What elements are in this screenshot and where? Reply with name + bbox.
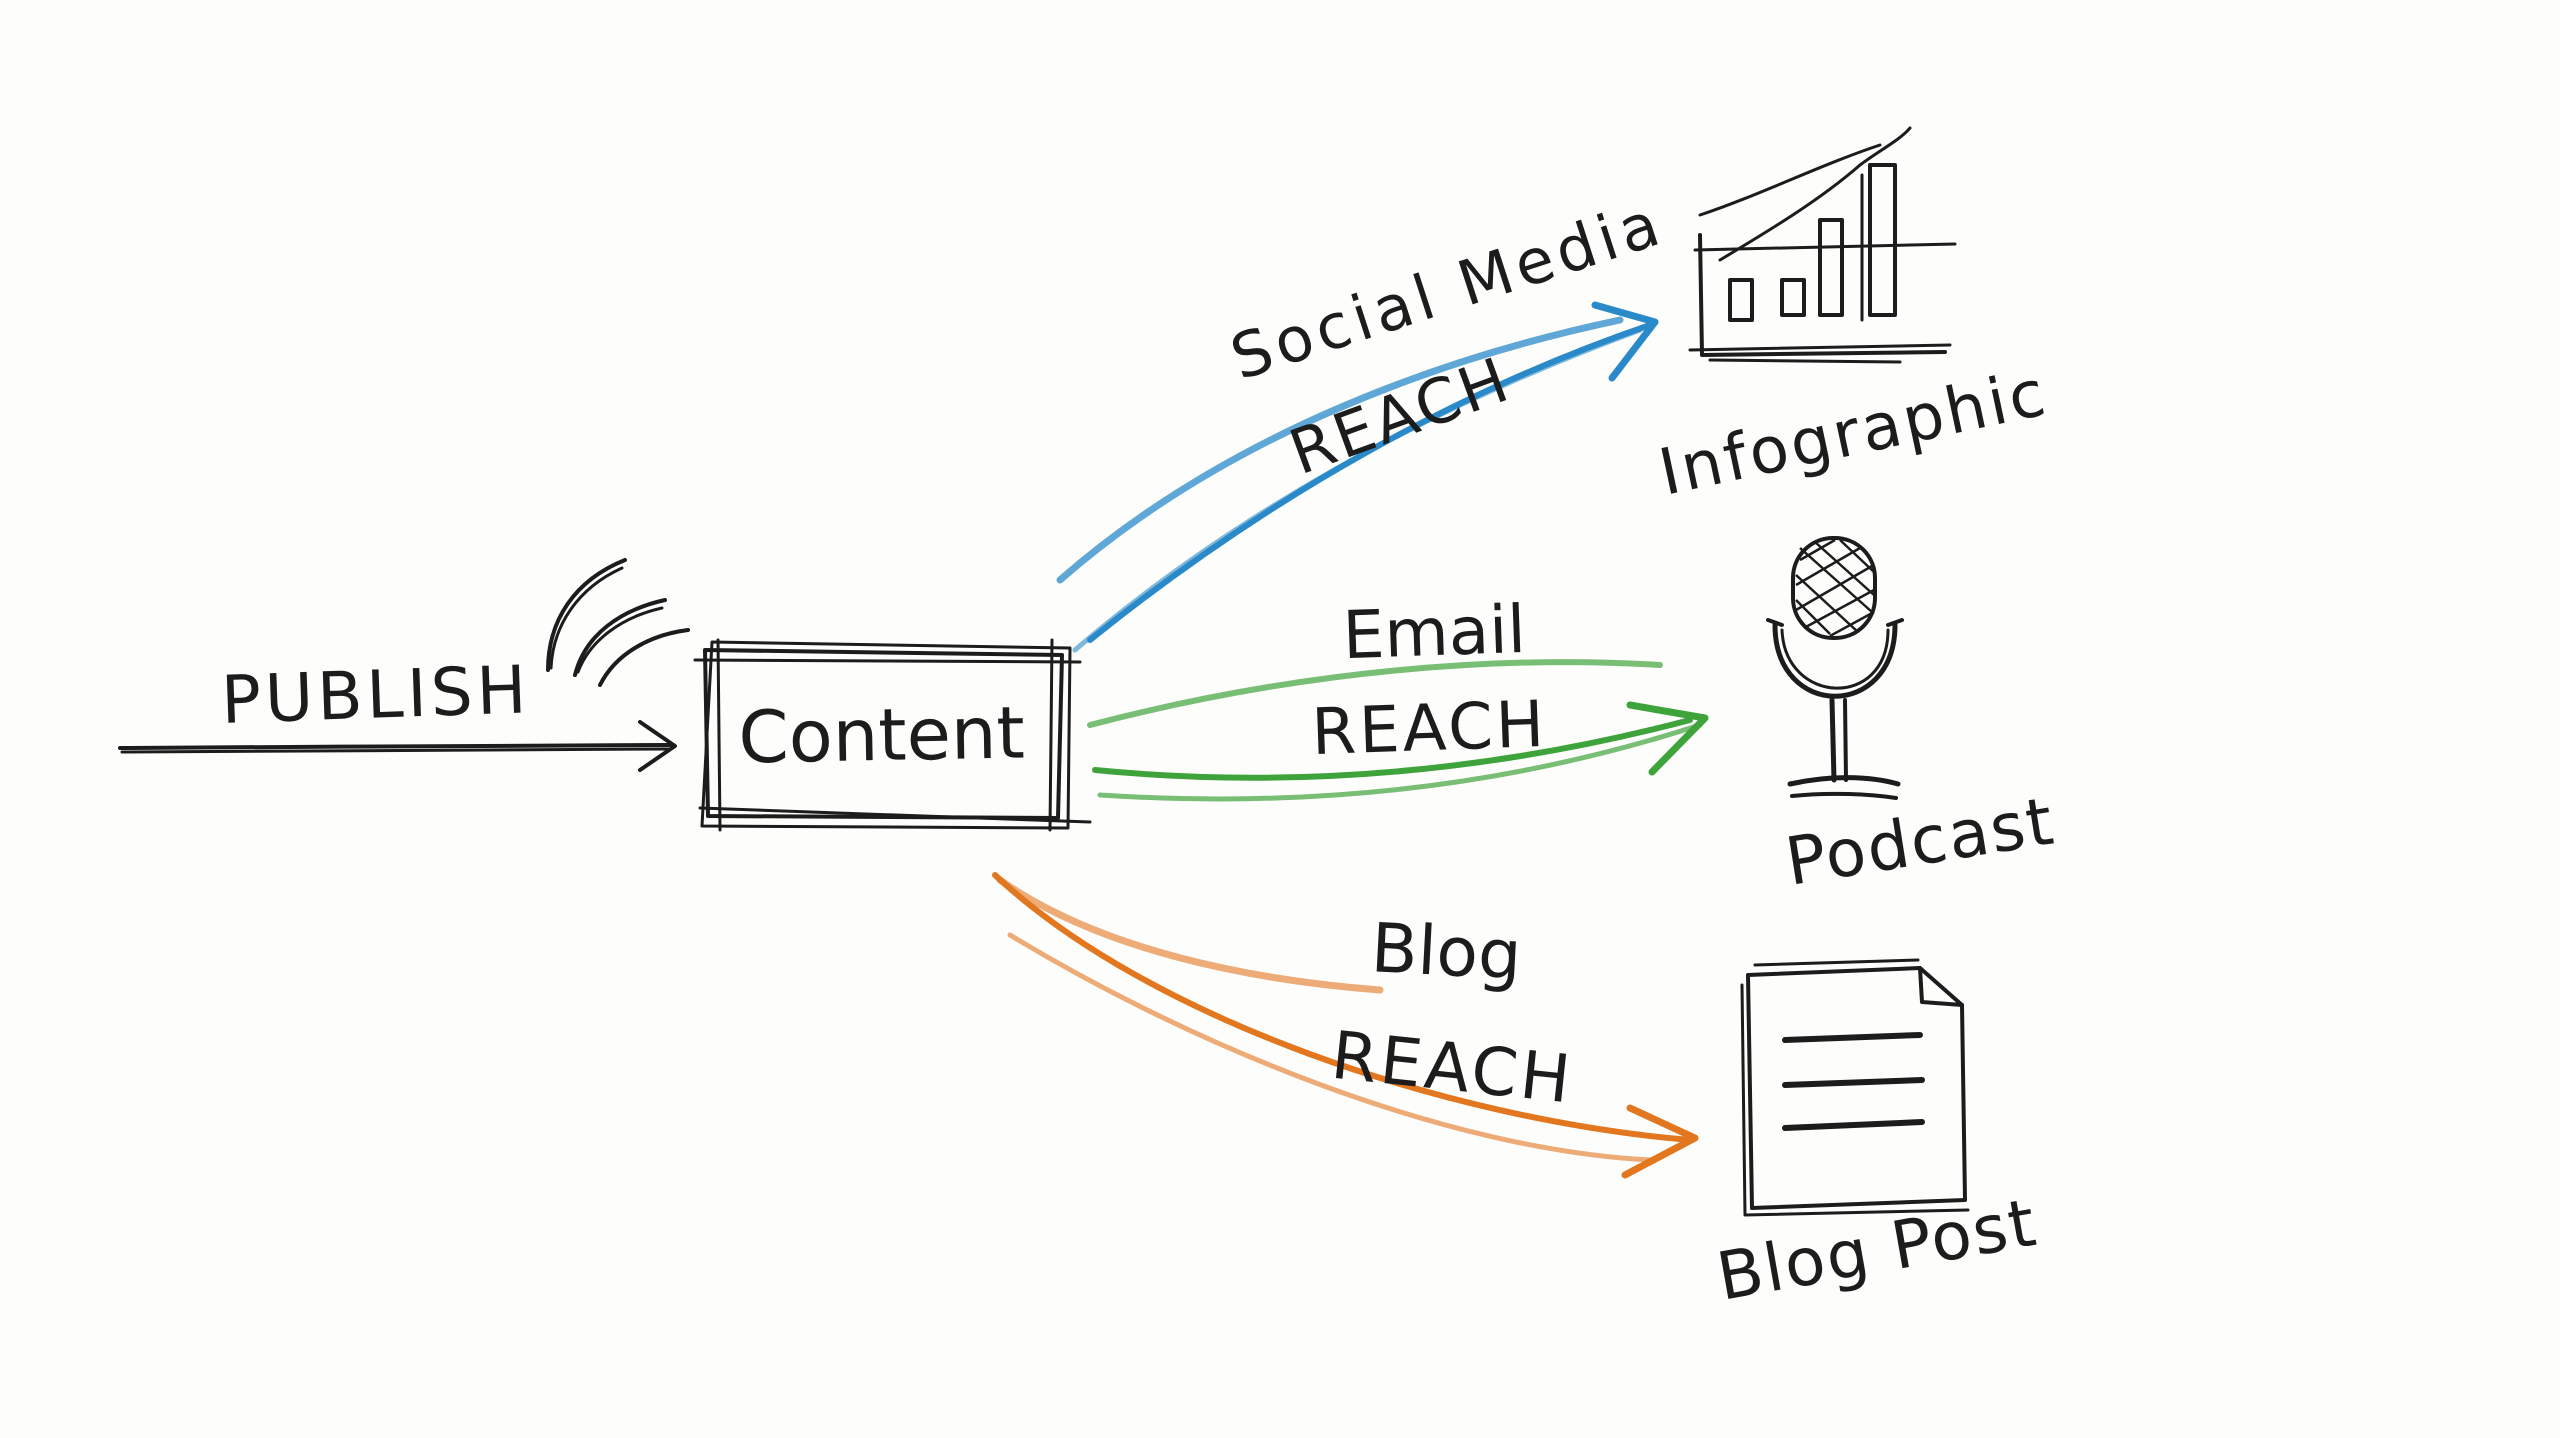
content-box xyxy=(693,638,1092,832)
blog-reach-label: REACH xyxy=(1328,1017,1577,1119)
blog-label: Blog xyxy=(1369,909,1523,996)
publish-label: PUBLISH xyxy=(220,651,532,739)
blog-arrow xyxy=(992,872,1699,1179)
infographic-label: Infographic xyxy=(1653,356,2054,510)
podcast-label: Podcast xyxy=(1780,782,2059,900)
document-icon xyxy=(1740,958,1970,1217)
email-reach-label: REACH xyxy=(1310,688,1548,770)
email-arrow xyxy=(1087,659,1709,802)
email-label: Email xyxy=(1341,591,1527,674)
signal-waves-icon xyxy=(546,558,690,687)
publish-arrow xyxy=(118,720,677,772)
microphone-icon xyxy=(1766,536,1904,800)
social-media-arrow xyxy=(1056,301,1659,653)
bar-chart-icon xyxy=(1688,126,1957,364)
content-label: Content xyxy=(738,691,1026,780)
